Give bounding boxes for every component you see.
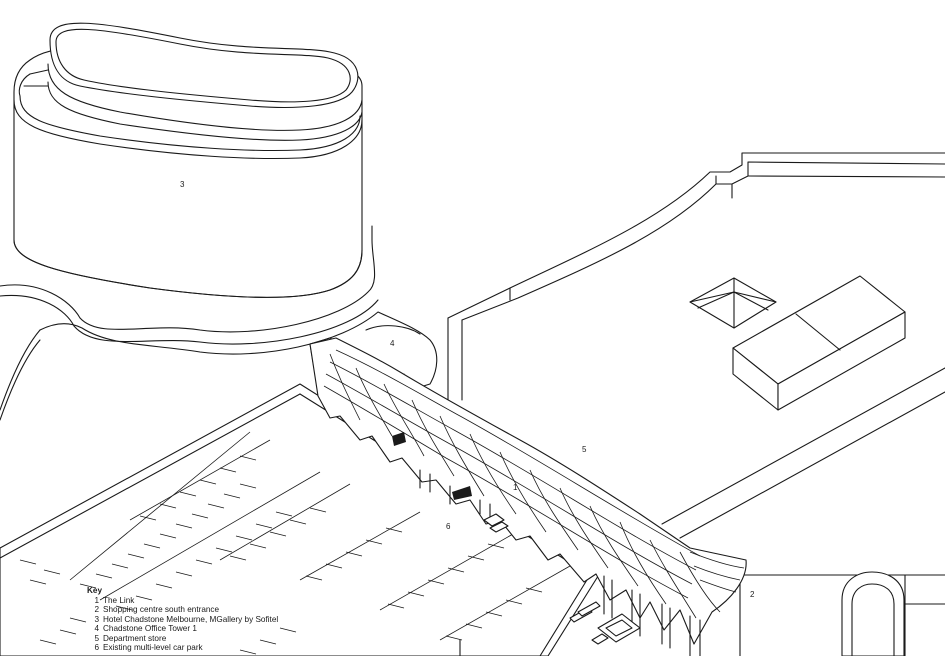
canopy-ribs	[323, 349, 745, 619]
site-furniture	[459, 513, 641, 656]
label-office: 4	[390, 339, 395, 348]
canopy-columns	[419, 469, 701, 656]
parking-stripes	[19, 431, 571, 655]
ground-lines	[447, 367, 945, 656]
label-hotel: 3	[180, 180, 185, 189]
rooftop-box	[732, 275, 906, 411]
pyramid-skylight	[689, 277, 777, 329]
south-entrance	[841, 571, 905, 656]
hotel-podium	[0, 225, 438, 421]
label-carpark: 6	[446, 522, 451, 531]
legend-title: Key	[87, 586, 103, 595]
hotel-tower	[13, 22, 363, 298]
label-store: 5	[582, 445, 587, 454]
label-entrance: 2	[750, 590, 755, 599]
label-link: 1	[513, 483, 518, 492]
department-store-outline	[447, 152, 945, 401]
